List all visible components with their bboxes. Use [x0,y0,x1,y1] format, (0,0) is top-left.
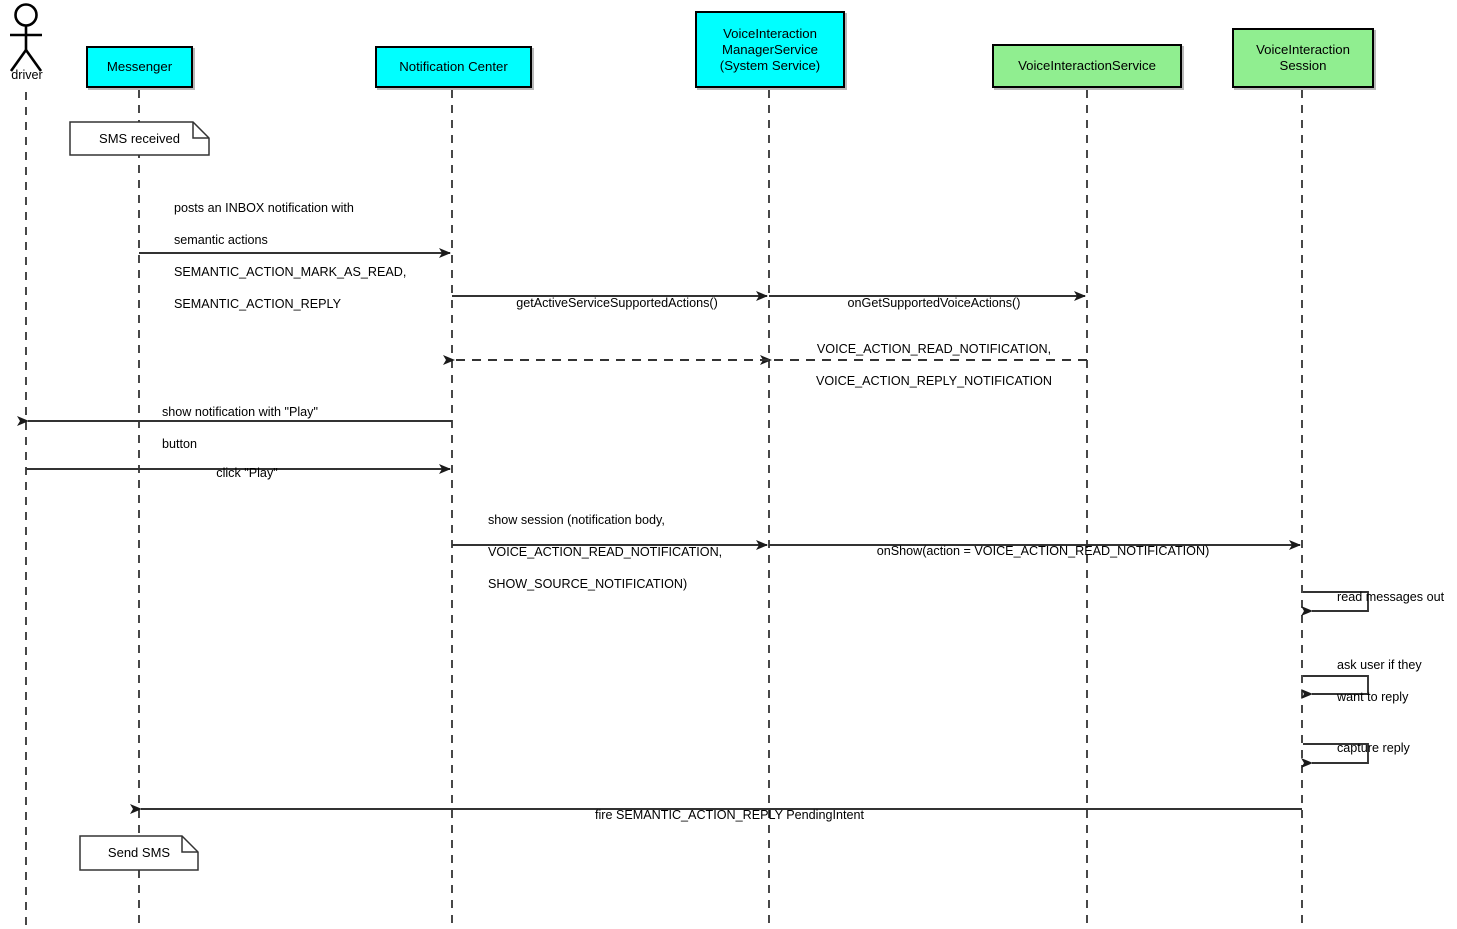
note-sms-received: SMS received [70,122,209,155]
participant-messenger[interactable]: Messenger [86,46,193,88]
label-line: capture reply [1337,741,1410,755]
label-line: button [162,437,198,451]
participant-vims-label-line2: ManagerService [721,41,819,57]
label-line: ask user if they [1337,658,1422,672]
self-ask-user-reply-label: ask user if they want to reply [1323,641,1422,721]
actor-driver-icon [9,3,43,72]
arrow-self-read-messages-out [1301,591,1369,616]
label-line: VOICE_ACTION_REPLY_NOTIFICATION [815,374,1053,388]
label-line: read messages out [1337,590,1445,604]
note-send-sms-text: Send SMS [107,845,171,860]
label-line: posts an INBOX notification with [174,201,354,215]
note-sms-received-text: SMS received [99,130,180,146]
msg-click-play-label: click "Play" [30,449,450,497]
participant-messenger-label: Messenger [106,59,173,74]
self-read-messages-out-label: read messages out [1323,573,1444,621]
participant-vims-label-line3: (System Service) [719,57,821,73]
msg-get-active-service-supported-actions-label: getActiveServiceSupportedActions() [455,279,765,327]
msg-post-notification-label: posts an INBOX notification with semanti… [160,184,406,328]
msg-show-session-label: show session (notification body, VOICE_A… [474,496,722,608]
lifelines [25,90,1303,928]
participant-voiceinteractionsession[interactable]: VoiceInteraction Session [1232,28,1374,88]
arrow-self-ask-user-reply [1301,675,1369,699]
label-line: semantic actions [174,233,268,247]
label-line: SHOW_SOURCE_NOTIFICATION) [488,577,688,591]
note-send-sms: Send SMS [80,836,198,870]
label-line: click "Play" [216,466,278,480]
note-send-sms-shape [79,835,199,871]
self-capture-reply-label: capture reply [1323,724,1410,772]
label-line: SEMANTIC_ACTION_MARK_AS_READ, [174,265,407,279]
participant-notification-center-label: Notification Center [399,59,508,74]
label-line: getActiveServiceSupportedActions() [516,296,718,310]
participant-vims-label-line1: VoiceInteraction [723,25,817,41]
msg-return-voice-actions-label: VOICE_ACTION_READ_NOTIFICATION, VOICE_AC… [772,325,1082,405]
label-line: SEMANTIC_ACTION_REPLY [174,297,342,311]
participant-voiceinteractionservice-label: VoiceInteractionService [1018,58,1156,73]
label-line: onGetSupportedVoiceActions() [847,296,1021,310]
label-line: want to reply [1337,690,1409,704]
label-line: show notification with "Play" [162,405,318,419]
msg-on-show-label: onShow(action = VOICE_ACTION_READ_NOTIFI… [772,527,1300,575]
participant-notification-center[interactable]: Notification Center [375,46,532,88]
msg-fire-pending-intent-label: fire SEMANTIC_ACTION_REPLY PendingIntent [145,791,1300,839]
participant-vims[interactable]: VoiceInteraction ManagerService (System … [695,11,845,88]
participant-voiceinteractionservice[interactable]: VoiceInteractionService [992,44,1182,88]
label-line: VOICE_ACTION_READ_NOTIFICATION, [816,342,1052,356]
msg-show-notification-label: show notification with "Play" button [148,388,318,468]
msg-on-get-supported-voice-actions-label: onGetSupportedVoiceActions() [772,279,1082,327]
participant-voiceinteractionsession-label-line2: Session [1279,58,1327,73]
label-line: onShow(action = VOICE_ACTION_READ_NOTIFI… [876,544,1210,558]
participant-voiceinteractionsession-label-line1: VoiceInteraction [1256,42,1350,57]
actor-driver-label: driver [11,68,43,82]
label-line: show session (notification body, [488,513,665,527]
arrow-self-capture-reply [1301,743,1369,768]
note-sms-received-shape [69,121,210,156]
label-line: fire SEMANTIC_ACTION_REPLY PendingIntent [594,808,864,822]
label-line: VOICE_ACTION_READ_NOTIFICATION, [488,545,723,559]
